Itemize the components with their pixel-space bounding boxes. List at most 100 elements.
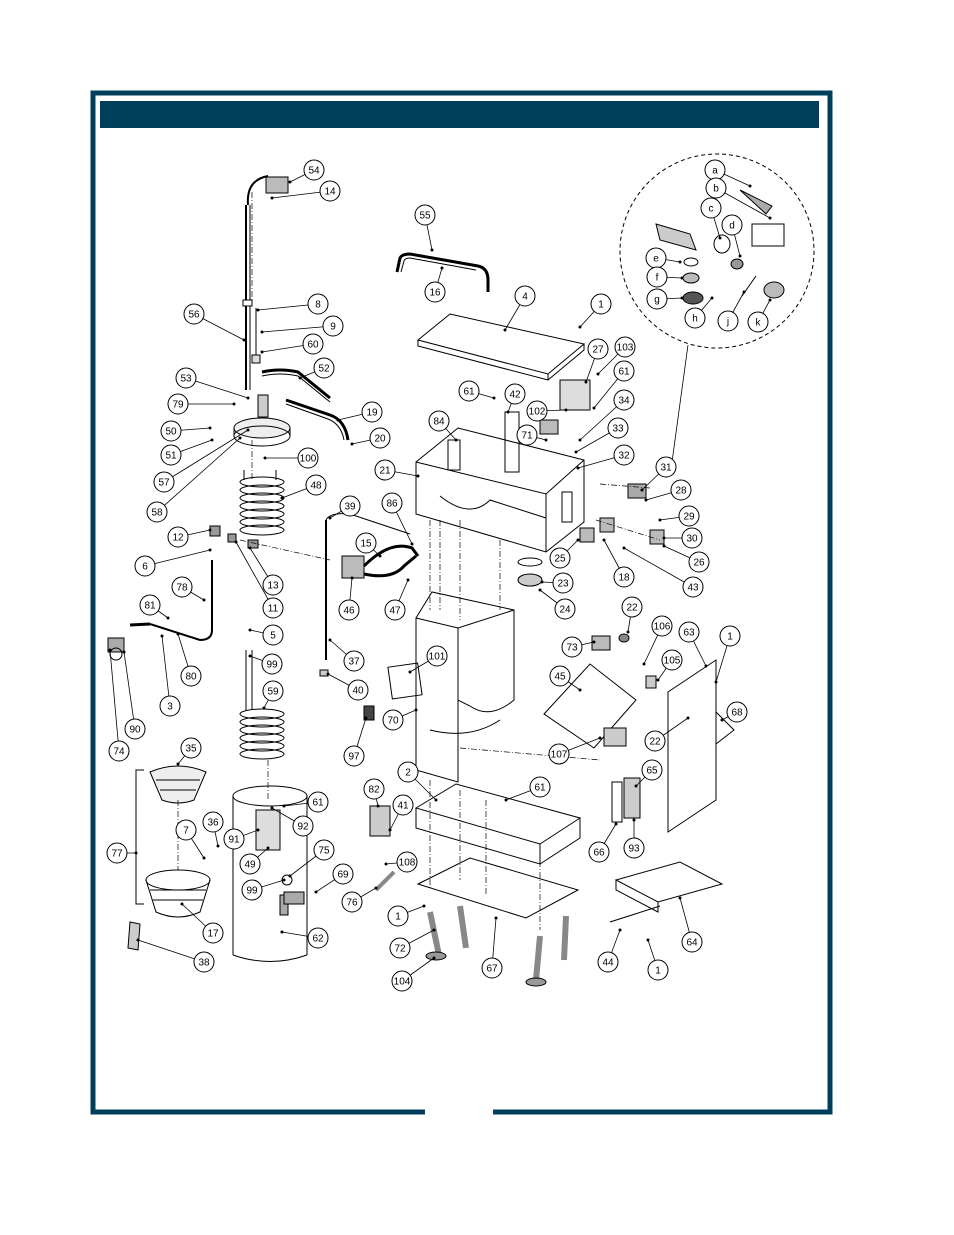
- callout-c46: 46: [338, 576, 360, 621]
- callout-c55: 55: [414, 204, 436, 252]
- callout-circle: [681, 527, 703, 549]
- callout-circle: [183, 303, 205, 325]
- callout-c61a: 61: [458, 380, 496, 402]
- callout-dot: [216, 844, 220, 848]
- callout-dot: [202, 598, 206, 602]
- callout-label: 77: [111, 849, 123, 860]
- callout-dot: [714, 680, 718, 684]
- callout-circle: [719, 625, 741, 647]
- callout-c34: 34: [578, 389, 635, 442]
- callout-circle: [644, 730, 666, 752]
- callout-c4: 4: [503, 285, 536, 332]
- callout-dot: [634, 784, 638, 788]
- callout-c41: 41: [388, 794, 414, 832]
- callout-label: 106: [654, 622, 671, 633]
- callout-circle: [682, 576, 704, 598]
- callout-c11: 11: [234, 540, 284, 619]
- callout-c40: 40: [326, 672, 369, 701]
- callout-ca: a: [704, 159, 752, 188]
- callout-circle: [424, 281, 446, 303]
- callout-label: 75: [318, 846, 330, 857]
- callout-c27: 27: [584, 338, 609, 384]
- callout-label: 99: [246, 886, 258, 897]
- callout-dot: [166, 616, 170, 620]
- callout-c108: 108: [384, 851, 418, 873]
- callout-c71: 71: [516, 424, 548, 446]
- callout-label: 26: [693, 558, 705, 569]
- callout-label: 20: [374, 434, 386, 445]
- callout-dot: [328, 516, 332, 520]
- callout-c32: 32: [576, 444, 635, 470]
- callout-dot: [122, 650, 126, 654]
- callout-c54: 54: [288, 159, 325, 184]
- callout-circle: [655, 456, 677, 478]
- callout-c49: 49: [239, 846, 270, 875]
- callout-label: b: [713, 184, 719, 195]
- callout-circle: [202, 811, 224, 833]
- callout-c58: 58: [146, 436, 242, 523]
- callout-dot: [288, 874, 292, 878]
- callout-dot: [336, 418, 340, 422]
- callout-dot: [592, 406, 596, 410]
- callout-c82: 82: [363, 778, 385, 808]
- callout-dot: [180, 902, 184, 906]
- callout-c60: 60: [260, 333, 324, 355]
- callout-dot: [656, 678, 660, 682]
- callout-circle: [338, 599, 360, 621]
- callout-dot: [282, 804, 286, 808]
- callout-c23: 23: [540, 572, 574, 594]
- callout-dot: [640, 488, 644, 492]
- callout-dot: [538, 588, 542, 592]
- callout-c14: 14: [270, 180, 341, 202]
- callout-circle: [587, 338, 609, 360]
- callout-dot: [328, 638, 332, 642]
- spray-tube: [395, 252, 490, 292]
- callout-c3: 3: [159, 634, 181, 717]
- page-frame: [90, 90, 833, 1117]
- callout-dot: [326, 672, 330, 676]
- callout-circle: [646, 288, 668, 310]
- middle-body: [387, 591, 515, 783]
- callout-dot: [576, 466, 580, 470]
- heating-coil-48: [239, 470, 285, 536]
- callout-label: 1: [655, 966, 661, 977]
- callout-dot: [242, 338, 246, 342]
- callout-circle: [361, 401, 383, 423]
- callout-c84: 84: [428, 410, 458, 442]
- callout-dot: [748, 184, 752, 188]
- callout-label: 19: [366, 408, 378, 419]
- callout-label: 61: [618, 367, 630, 378]
- callout-dot: [208, 528, 212, 532]
- callout-c62: 62: [280, 927, 329, 949]
- callout-circle: [549, 547, 571, 569]
- callout-c86: 86: [381, 492, 414, 546]
- callout-circle: [384, 599, 406, 621]
- callout-circle: [292, 815, 314, 837]
- callout-dot: [314, 890, 318, 894]
- callout-c35: 35: [176, 737, 202, 766]
- callout-c53: 53: [175, 367, 250, 400]
- callout-dot: [704, 664, 708, 668]
- callout-label: j: [726, 317, 729, 328]
- callout-cb: b: [705, 177, 772, 220]
- callout-circle: [134, 555, 156, 577]
- callout-dot: [374, 886, 378, 890]
- callout-c39: 39: [328, 495, 361, 520]
- callout-c106: 106: [642, 615, 673, 666]
- spray-arm: [242, 175, 331, 403]
- callout-label: e: [653, 254, 659, 265]
- callout-c61b: 61: [592, 360, 635, 410]
- callout-label: 18: [618, 573, 630, 584]
- callout-circle: [621, 596, 643, 618]
- callout-c68: 68: [720, 701, 748, 723]
- callout-circle: [613, 389, 635, 411]
- callout-dot: [270, 196, 274, 200]
- callout-circle: [597, 951, 619, 973]
- callout-c97: 97: [343, 716, 368, 767]
- callout-c72: 72: [389, 928, 436, 959]
- callout-c44: 44: [597, 928, 622, 973]
- callout-circle: [613, 566, 635, 588]
- callout-circle: [171, 576, 193, 598]
- callout-circle: [670, 479, 692, 501]
- callout-dot: [160, 634, 164, 638]
